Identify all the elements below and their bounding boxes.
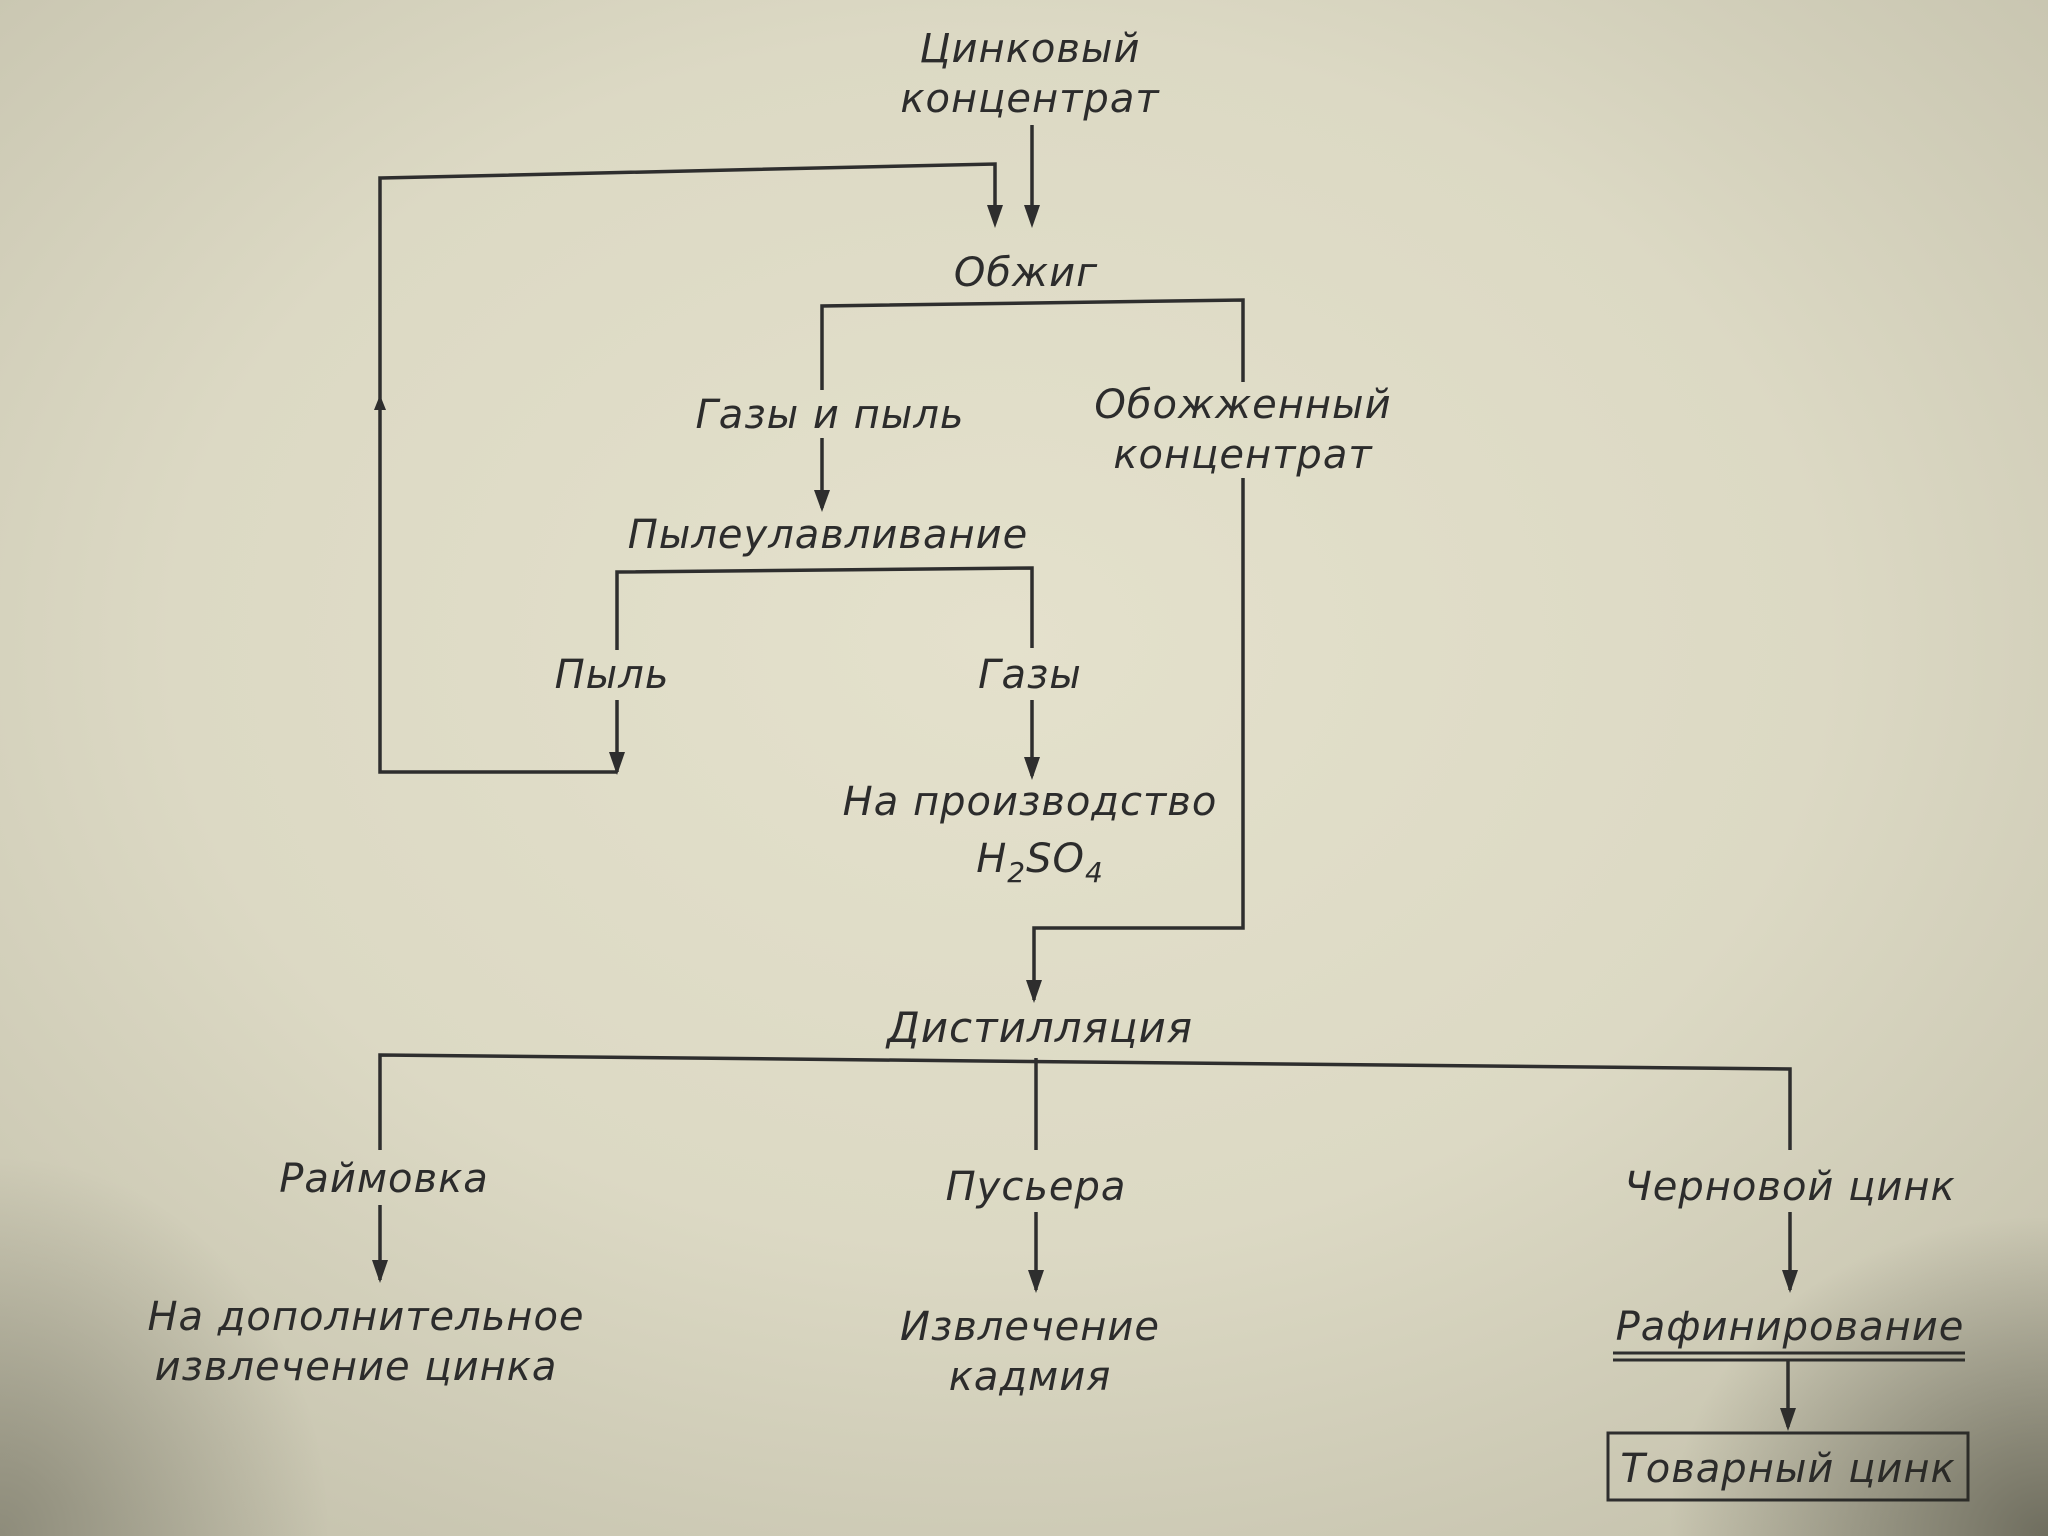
- node-cadmium-recovery-line1: Извлечение: [900, 1304, 1160, 1350]
- node-zinc-concentrate-line2: концентрат: [900, 76, 1160, 122]
- connector-roasted-to-distillation: [1032, 478, 1245, 1000]
- arrow-head: [372, 1260, 388, 1283]
- connector-dust-recycle: [378, 162, 997, 774]
- arrow-head: [1028, 1270, 1044, 1293]
- arrow-head: [987, 205, 1003, 228]
- node-gases-and-dust: Газы и пыль: [696, 392, 965, 438]
- connector-distillation-split: [378, 1053, 1792, 1150]
- arrow-head-loop: [374, 395, 386, 410]
- node-dust: Пыль: [555, 652, 670, 698]
- connector-roasting-split: [820, 298, 1245, 390]
- arrow-head: [1024, 757, 1040, 780]
- node-dust-collection: Пылеулавливание: [628, 512, 1029, 558]
- node-roasting: Обжиг: [954, 250, 1098, 296]
- arrow-head: [814, 490, 830, 512]
- node-commercial-zinc: Товарный цинк: [1620, 1446, 1955, 1492]
- node-zinc-concentrate-line1: Цинковый: [920, 26, 1141, 72]
- node-additional-zinc-recovery-line2: извлечение цинка: [155, 1344, 558, 1390]
- node-acid-production-formula: H2SO4: [976, 836, 1104, 889]
- node-raimovka: Раймовка: [279, 1156, 489, 1202]
- node-acid-production-line1: На производство: [843, 779, 1218, 825]
- node-cadmium-recovery-line2: кадмия: [949, 1354, 1112, 1400]
- node-crude-zinc: Черновой цинк: [1624, 1164, 1955, 1210]
- arrow-head: [1782, 1270, 1798, 1293]
- node-distillation: Дистилляция: [885, 1003, 1193, 1052]
- arrow-head: [1024, 205, 1040, 228]
- node-pusera: Пусьера: [946, 1164, 1127, 1210]
- node-additional-zinc-recovery-line1: На дополнительное: [147, 1294, 584, 1340]
- node-roasted-concentrate-line1: Обожженный: [1094, 382, 1391, 428]
- node-roasted-concentrate-line2: концентрат: [1113, 432, 1373, 478]
- connector-collection-split: [615, 566, 1034, 650]
- arrow-head: [1026, 980, 1042, 1003]
- node-gases: Газы: [978, 652, 1082, 698]
- arrow-head: [1780, 1408, 1796, 1431]
- node-refining: Рафинирование: [1616, 1304, 1965, 1350]
